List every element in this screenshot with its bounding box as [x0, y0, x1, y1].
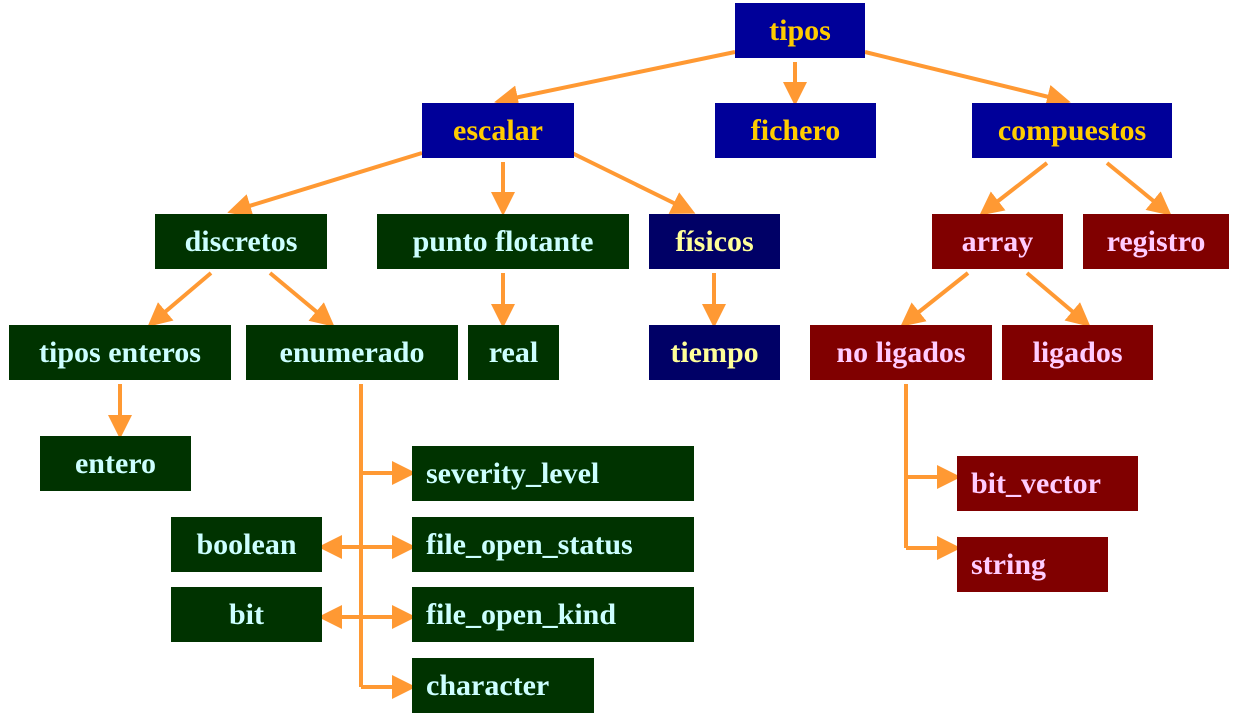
node-label: boolean	[196, 527, 297, 561]
node-label: tiempo	[670, 335, 759, 369]
node-severity-level: severity_level	[412, 446, 694, 501]
node-label: registro	[1106, 224, 1206, 258]
node-bit-vector: bit_vector	[957, 456, 1138, 511]
node-compuestos: compuestos	[972, 103, 1172, 158]
node-label: bit	[228, 597, 264, 631]
arrow-compuestos-to-array	[979, 161, 1049, 216]
node-bit: bit	[171, 587, 322, 642]
node-label: array	[961, 224, 1034, 258]
node-tiempo: tiempo	[649, 325, 780, 380]
arrow-array-to-ligados	[1025, 271, 1091, 327]
node-label: no ligados	[836, 335, 966, 369]
arrow-tipos-to-compuestos	[864, 50, 1071, 109]
node-label: character	[426, 668, 550, 702]
arrow-escalar-to-fisicos	[571, 151, 696, 214]
node-escalar: escalar	[422, 103, 574, 158]
arrow-compuestos-to-registro	[1105, 161, 1172, 216]
node-character: character	[412, 658, 594, 713]
node-file-open-kind: file_open_kind	[412, 587, 694, 642]
arrow-escalar-to-discretos	[227, 151, 423, 218]
node-registro: registro	[1083, 214, 1229, 269]
node-label: string	[971, 547, 1046, 581]
node-label: entero	[74, 446, 157, 480]
node-label: físicos	[675, 224, 754, 258]
node-label: file_open_kind	[426, 597, 617, 631]
node-tipos: tipos	[735, 3, 865, 58]
node-label: severity_level	[426, 456, 600, 490]
node-boolean: boolean	[171, 517, 322, 572]
arrow-tipos-to-escalar	[494, 50, 736, 110]
node-tipos-enteros: tipos enteros	[9, 325, 231, 380]
arrow-discretos-to-enumerado	[268, 271, 335, 327]
node-fisicos: físicos	[649, 214, 780, 269]
node-label: compuestos	[997, 113, 1147, 147]
arrow-array-to-no-ligados	[900, 271, 970, 327]
node-ligados: ligados	[1002, 325, 1153, 380]
node-label: enumerado	[279, 335, 425, 369]
node-array: array	[932, 214, 1063, 269]
node-entero: entero	[40, 436, 191, 491]
node-label: fichero	[750, 113, 841, 147]
node-label: discretos	[184, 224, 298, 258]
node-punto-flotante: punto flotante	[377, 214, 629, 269]
node-enumerado: enumerado	[246, 325, 458, 380]
node-string: string	[957, 537, 1108, 592]
node-label: file_open_status	[426, 527, 633, 561]
node-fichero: fichero	[715, 103, 876, 158]
node-label: ligados	[1032, 335, 1123, 369]
arrow-discretos-to-tipos-enteros	[147, 271, 213, 327]
node-discretos: discretos	[155, 214, 327, 269]
node-label: tipos enteros	[39, 335, 201, 369]
node-file-open-status: file_open_status	[412, 517, 694, 572]
node-label: bit_vector	[971, 466, 1101, 500]
node-label: real	[488, 335, 539, 369]
node-no-ligados: no ligados	[810, 325, 992, 380]
node-label: escalar	[453, 113, 543, 147]
node-real: real	[468, 325, 559, 380]
node-label: tipos	[769, 13, 831, 47]
node-label: punto flotante	[412, 224, 594, 258]
